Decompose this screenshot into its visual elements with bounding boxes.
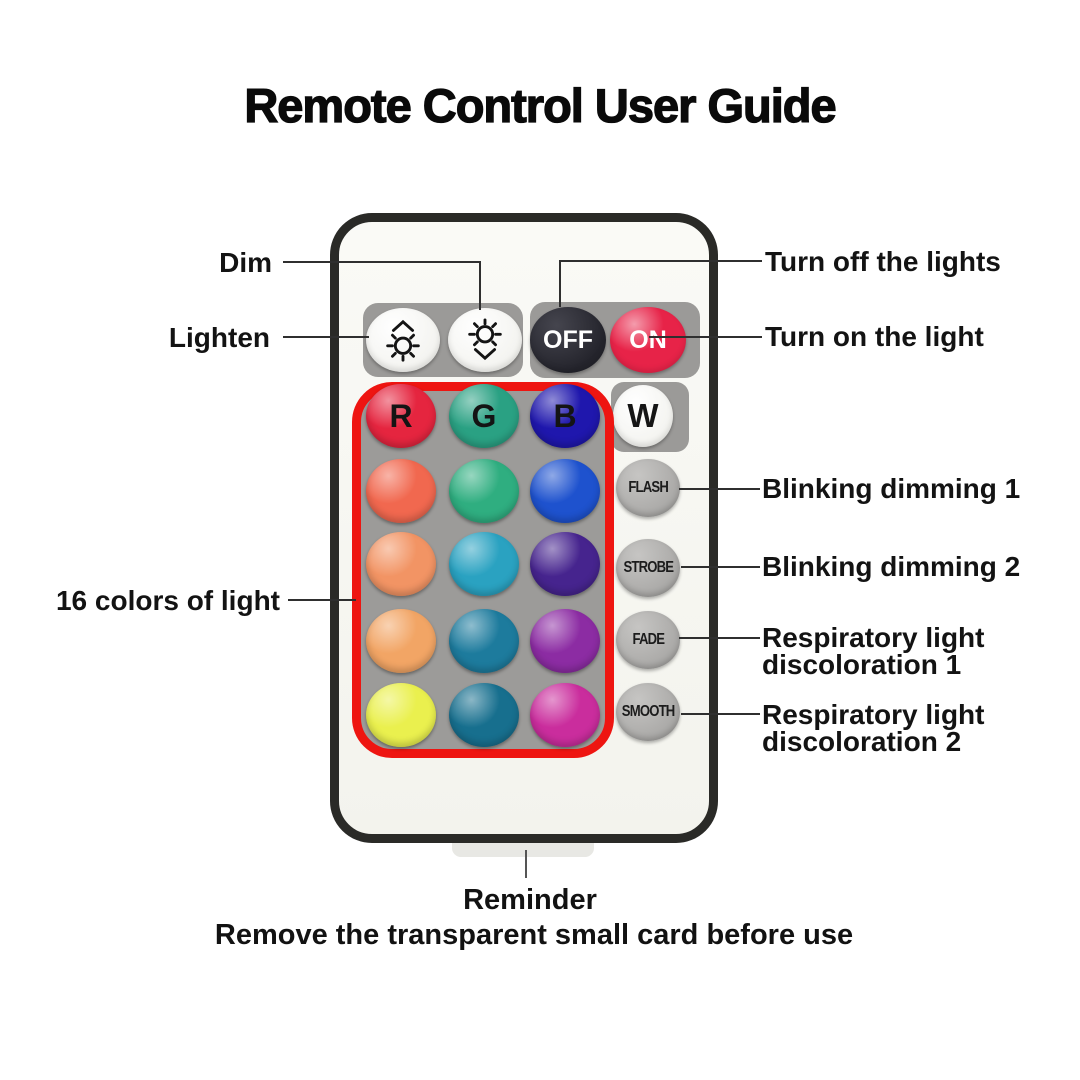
sun-brightness-down-icon [462,317,508,363]
leader-line-turn-off [559,260,762,262]
leader-line-flash [679,488,760,490]
color-button-r3c2[interactable] [449,532,519,596]
reminder-title: Reminder [463,884,597,916]
leader-line-reminder [525,850,527,878]
color-button-b[interactable]: B [530,384,600,448]
leader-line-dim [283,261,480,263]
color-button-r2c2[interactable] [449,459,519,523]
color-button-r5c1[interactable] [366,683,436,747]
on-button[interactable]: ON [610,307,686,373]
label-lighten: Lighten [168,322,270,353]
label-respiratory-1: Respiratory light discoloration 1 [762,622,985,680]
label-blinking-dimming-1: Blinking dimming 1 [762,473,1021,504]
label-respiratory-2-line2: discoloration 2 [762,726,962,757]
label-dim: Dim [219,247,272,278]
leader-line-turn-on [649,336,762,338]
reminder-note: Remove the transparent small card before… [214,919,854,951]
lighten-button[interactable] [366,308,440,372]
leader-line-strobe [681,566,760,568]
leader-line-16-colors [288,599,356,601]
leader-line-turn-off-drop [559,260,561,307]
mode-button-fade[interactable]: FADE [616,611,680,669]
color-button-r4c3[interactable] [530,609,600,673]
sun-brightness-up-icon [380,317,426,363]
leader-line-fade [679,637,760,639]
color-button-r3c3[interactable] [530,532,600,596]
label-turn-on: Turn on the light [765,321,984,352]
label-respiratory-1-line2: discoloration 1 [762,649,962,680]
off-button[interactable]: OFF [530,307,606,373]
color-button-g[interactable]: G [449,384,519,448]
color-button-r2c1[interactable] [366,459,436,523]
mode-button-label: FLASH [628,479,668,496]
mode-button-label: FADE [632,631,665,648]
mode-button-label: STROBE [623,559,674,576]
mode-button-label: SMOOTH [621,703,675,720]
label-respiratory-2: Respiratory light discoloration 2 [762,699,985,757]
leader-line-dim-drop [479,261,481,310]
page-title: Remote Control User Guide [244,78,838,132]
color-button-r3c1[interactable] [366,532,436,596]
leader-line-lighten [283,336,369,338]
color-button-r4c1[interactable] [366,609,436,673]
label-turn-off: Turn off the lights [765,246,1001,277]
mode-button-strobe[interactable]: STROBE [616,539,680,597]
label-respiratory-1-line1: Respiratory light [762,622,985,653]
color-button-r2c3[interactable] [530,459,600,523]
power-panel: OFF ON [530,302,700,378]
leader-line-smooth [681,713,760,715]
color-button-r5c3[interactable] [530,683,600,747]
brightness-panel [363,303,523,377]
label-16-colors: 16 colors of light [55,585,280,616]
label-respiratory-2-line1: Respiratory light [762,699,985,730]
label-blinking-dimming-2: Blinking dimming 2 [762,551,1021,582]
mode-button-smooth[interactable]: SMOOTH [616,683,680,741]
mode-button-flash[interactable]: FLASH [616,459,680,517]
color-button-r5c2[interactable] [449,683,519,747]
color-button-r[interactable]: R [366,384,436,448]
dim-button[interactable] [448,308,522,372]
color-button-r4c2[interactable] [449,609,519,673]
white-button[interactable]: W [613,385,673,447]
